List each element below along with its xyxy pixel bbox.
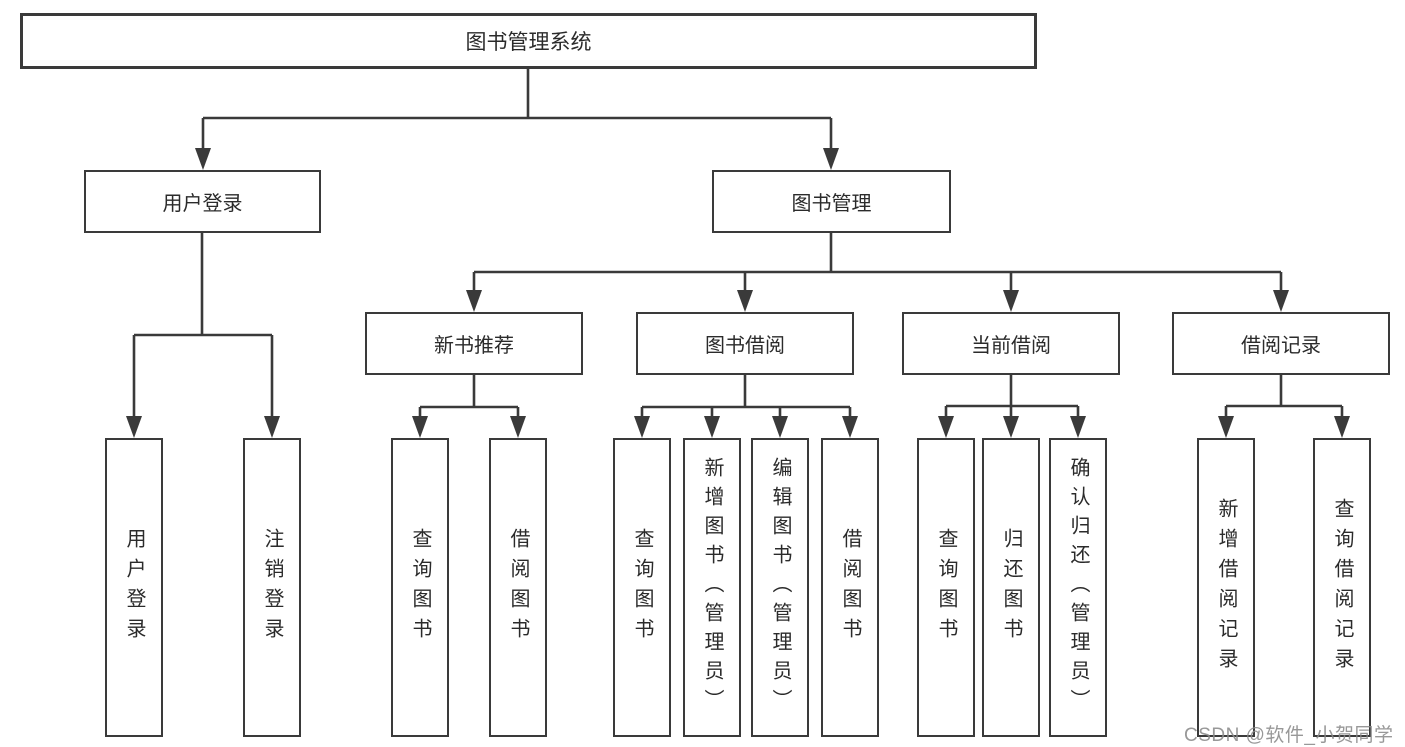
- leaf-borrow-add-label: 新增图书（管理员）: [701, 457, 723, 718]
- connector-current-to-leaves: [944, 375, 1080, 420]
- leaf-current-return: 归还图书: [982, 438, 1040, 737]
- leaf-borrow-add: 新增图书（管理员）: [683, 438, 741, 737]
- node-user-login: 用户登录: [84, 170, 321, 233]
- arrowhead-icon: [195, 148, 211, 170]
- arrowhead-icon: [264, 416, 280, 438]
- node-user-login-label: 用户登录: [162, 193, 243, 215]
- node-new-book-recommend-label: 新书推荐: [434, 335, 514, 357]
- node-current-borrow: 当前借阅: [902, 312, 1120, 375]
- arrowhead-icon: [1218, 416, 1234, 438]
- connector-mgmt-to-level3: [472, 233, 1283, 294]
- arrowhead-icon: [126, 416, 142, 438]
- leaf-borrow-query-label: 查询图书: [631, 527, 653, 648]
- arrowhead-icon: [772, 416, 788, 438]
- leaf-current-return-label: 归还图书: [1000, 527, 1022, 648]
- arrowhead-icon: [412, 416, 428, 438]
- arrowhead-icon: [1003, 290, 1019, 312]
- connector-newbook-to-leaves: [418, 375, 520, 420]
- node-book-borrow-label: 图书借阅: [705, 335, 785, 357]
- arrowhead-icon: [842, 416, 858, 438]
- connector-borrow-to-leaves: [640, 375, 852, 420]
- arrowhead-icon: [1003, 416, 1019, 438]
- node-root: 图书管理系统: [20, 13, 1037, 69]
- leaf-user-login-label: 用户登录: [123, 527, 145, 648]
- node-current-borrow-label: 当前借阅: [971, 335, 1051, 357]
- arrowheads: [126, 148, 1350, 438]
- node-book-borrow: 图书借阅: [636, 312, 854, 375]
- arrowhead-icon: [704, 416, 720, 438]
- leaf-borrow-edit: 编辑图书（管理员）: [751, 438, 809, 737]
- leaf-logout: 注销登录: [243, 438, 301, 737]
- leaf-current-query: 查询图书: [917, 438, 975, 737]
- leaf-records-query-label: 查询借阅记录: [1331, 497, 1353, 678]
- leaf-user-login: 用户登录: [105, 438, 163, 737]
- leaf-records-add: 新增借阅记录: [1197, 438, 1255, 737]
- leaf-borrow-edit-label: 编辑图书（管理员）: [769, 457, 791, 718]
- leaf-borrow-query: 查询图书: [613, 438, 671, 737]
- leaf-logout-label: 注销登录: [261, 527, 283, 648]
- arrowhead-icon: [938, 416, 954, 438]
- arrowhead-icon: [510, 416, 526, 438]
- leaf-newbook-query-label: 查询图书: [409, 527, 431, 648]
- leaf-newbook-query: 查询图书: [391, 438, 449, 737]
- leaf-current-confirm-label: 确认归还（管理员）: [1067, 457, 1089, 718]
- arrowhead-icon: [466, 290, 482, 312]
- leaf-records-query: 查询借阅记录: [1313, 438, 1371, 737]
- leaf-borrow-borrow-label: 借阅图书: [839, 527, 861, 648]
- leaf-records-add-label: 新增借阅记录: [1215, 497, 1237, 678]
- leaf-current-confirm: 确认归还（管理员）: [1049, 438, 1107, 737]
- node-new-book-recommend: 新书推荐: [365, 312, 583, 375]
- arrowhead-icon: [737, 290, 753, 312]
- arrowhead-icon: [1273, 290, 1289, 312]
- leaf-newbook-borrow: 借阅图书: [489, 438, 547, 737]
- node-book-management: 图书管理: [712, 170, 951, 233]
- connector-records-to-leaves: [1224, 375, 1344, 420]
- leaf-borrow-borrow: 借阅图书: [821, 438, 879, 737]
- leaf-current-query-label: 查询图书: [935, 527, 957, 648]
- arrowhead-icon: [1070, 416, 1086, 438]
- node-borrow-records-label: 借阅记录: [1241, 335, 1321, 357]
- leaf-newbook-borrow-label: 借阅图书: [507, 527, 529, 648]
- node-root-label: 图书管理系统: [465, 31, 592, 54]
- arrowhead-icon: [823, 148, 839, 170]
- arrowhead-icon: [634, 416, 650, 438]
- csdn-watermark: CSDN @软件_小贺同学: [1184, 725, 1394, 746]
- connector-root-to-level2: [201, 69, 833, 152]
- node-book-management-label: 图书管理: [791, 193, 872, 215]
- node-borrow-records: 借阅记录: [1172, 312, 1390, 375]
- arrowhead-icon: [1334, 416, 1350, 438]
- connector-login-to-leaves: [132, 233, 274, 420]
